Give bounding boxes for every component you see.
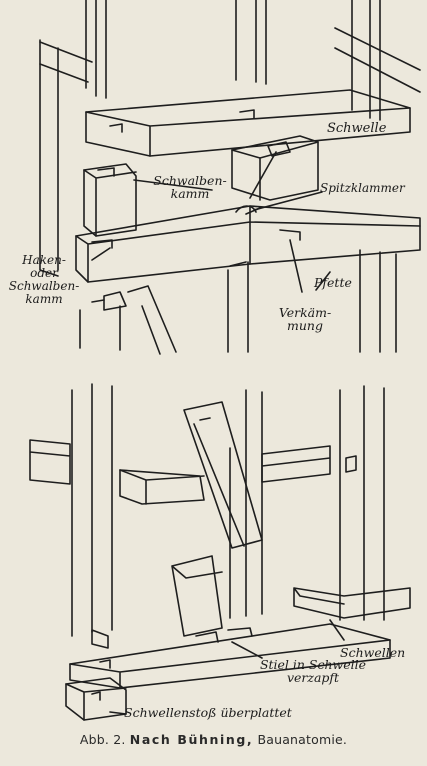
- pfette-beam: [75, 205, 421, 283]
- label-stiel-in-schwelle: Stiel in Schwelle verzapft: [254, 658, 372, 684]
- figure-caption: Abb. 2. Nach Bühning, Bauanatomie.: [0, 732, 427, 747]
- label-verkaemmung-line1: Verkäm-: [278, 305, 332, 320]
- label-haken-oder-schwalbenkamm: Haken- oder Schwalben- kamm: [4, 254, 84, 306]
- upper-joint-drawing: [39, 0, 421, 355]
- schwelle-beam: [85, 89, 411, 157]
- label-verkaemmung: Verkäm- mung: [266, 306, 344, 332]
- label-schwelle: Schwelle: [327, 121, 387, 136]
- caption-source: Bauanatomie.: [257, 732, 348, 747]
- caption-author: Nach Bühning,: [129, 732, 254, 747]
- lower-joint-drawing: [29, 383, 411, 721]
- label-schwellen: Schwellen: [340, 645, 406, 660]
- label-verkaemmung-line2: mung: [287, 318, 323, 333]
- caption-prefix: Abb. 2.: [79, 732, 126, 747]
- label-stiel-line2: verzapft: [286, 670, 340, 685]
- label-haken-line2: oder: [30, 266, 58, 280]
- label-schwalbenkamm-line2: kamm: [170, 186, 210, 201]
- cross-member: [119, 469, 205, 505]
- label-pfette: Pfette: [314, 275, 352, 290]
- label-spitzklammer: Spitzklammer: [320, 181, 405, 195]
- label-haken-line4: kamm: [25, 292, 63, 306]
- label-stiel-line1: Stiel in Schwelle: [259, 657, 367, 672]
- schwalbenkamm-block: [231, 135, 319, 201]
- label-haken-line3: Schwalben-: [8, 279, 80, 293]
- label-schwalbenkamm-line1: Schwalben-: [153, 173, 227, 188]
- bottom-schwelle-beam: [69, 623, 391, 689]
- label-schwellenstoss: Schwellenstoß überplattet: [124, 705, 292, 720]
- label-haken-line1: Haken-: [22, 253, 66, 267]
- label-schwalbenkamm: Schwalben- kamm: [142, 174, 238, 200]
